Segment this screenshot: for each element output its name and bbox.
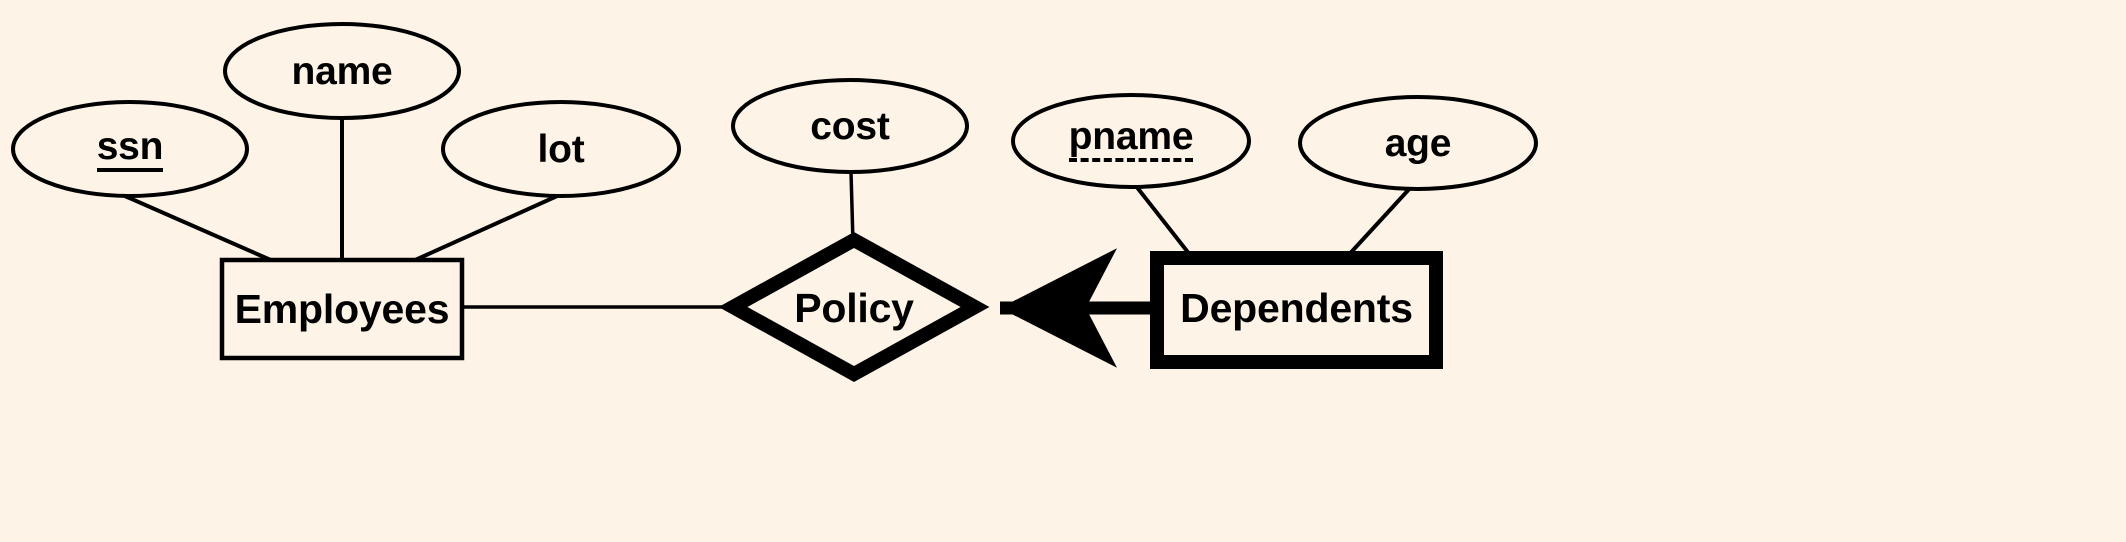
edge-pname-dependents bbox=[1134, 184, 1196, 262]
attribute-ellipse-ssn[interactable] bbox=[11, 100, 249, 198]
entity-box-dependents-inner bbox=[1167, 268, 1426, 352]
relationship-diamond-policy[interactable] bbox=[718, 231, 990, 383]
attribute-ellipse-age[interactable] bbox=[1298, 95, 1538, 191]
attribute-ellipse-pname[interactable] bbox=[1011, 93, 1251, 189]
attribute-ellipse-cost[interactable] bbox=[731, 78, 969, 174]
edge-layer bbox=[117, 118, 1414, 368]
edge-age-dependents bbox=[1342, 184, 1414, 262]
relationship-layer bbox=[718, 231, 990, 383]
edge-cost-policy bbox=[849, 171, 855, 244]
attribute-layer bbox=[11, 22, 1538, 198]
edge-ssn-employees bbox=[117, 191, 274, 263]
entity-box-employees[interactable] bbox=[219, 257, 465, 361]
attribute-ellipse-lot[interactable] bbox=[441, 100, 681, 198]
attribute-ellipse-name[interactable] bbox=[223, 22, 461, 120]
edge-lot-employees bbox=[412, 190, 567, 263]
entity-layer bbox=[219, 251, 1443, 369]
